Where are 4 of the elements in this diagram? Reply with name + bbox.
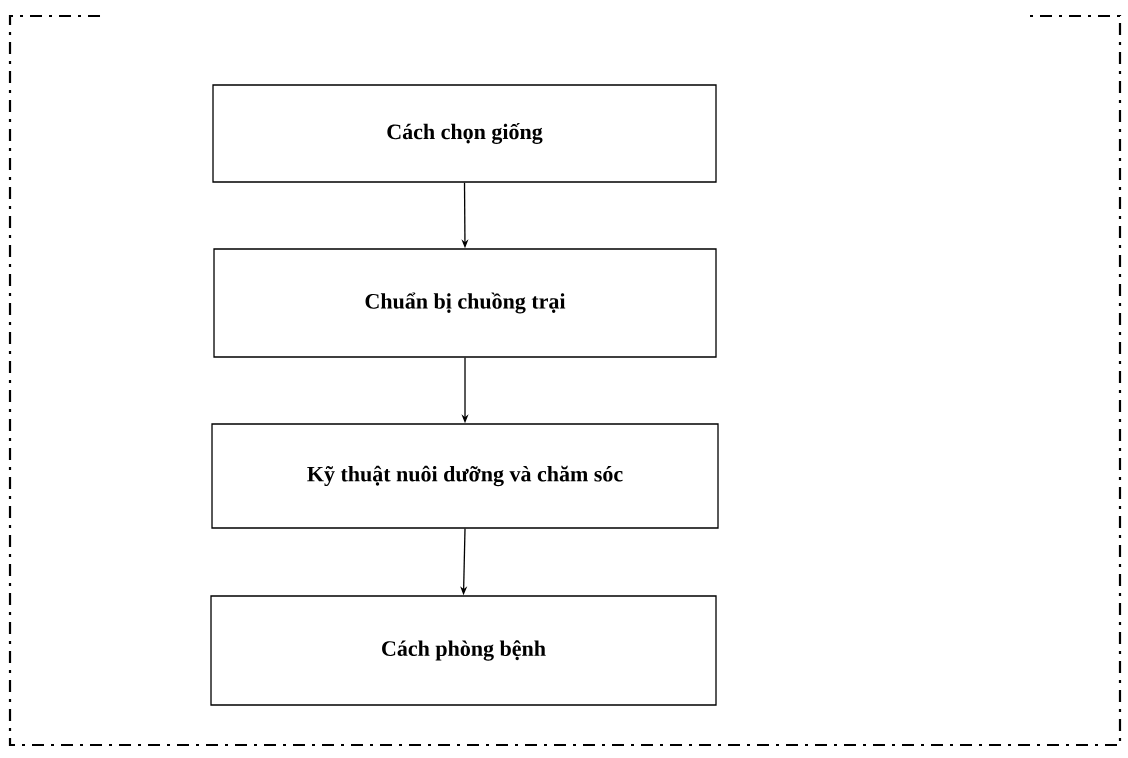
process-box: Kỹ thuật nuôi dưỡng và chăm sóc — [211, 423, 719, 529]
process-box: Cách chọn giống — [212, 84, 717, 183]
process-box: Cách phòng bệnh — [210, 595, 717, 706]
process-box: Chuẩn bị chuồng trại — [213, 248, 717, 358]
